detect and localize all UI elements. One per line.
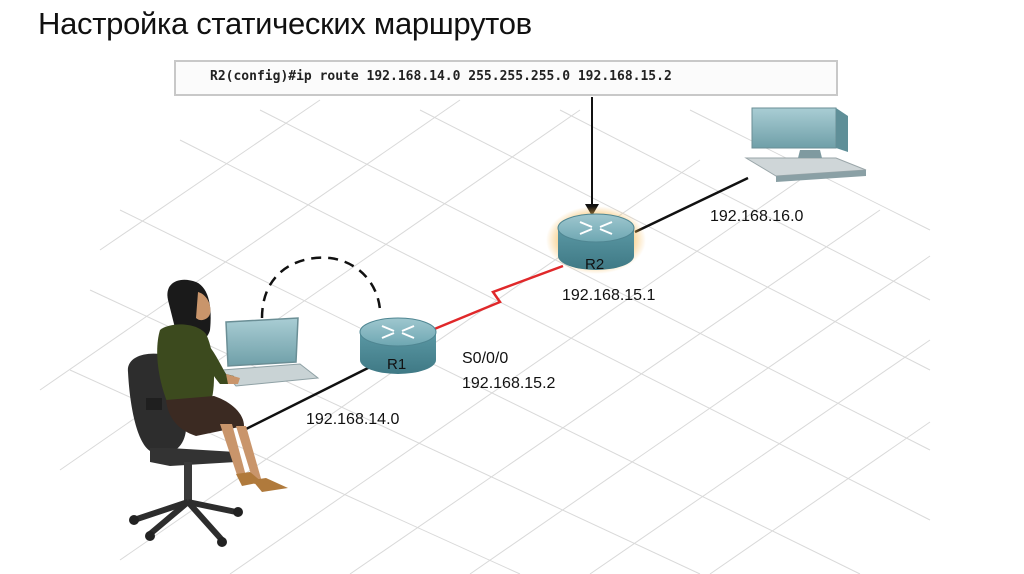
router-icon: [381, 325, 415, 339]
r1-interface-label: S0/0/0: [462, 350, 509, 367]
command-arrow: [585, 97, 599, 216]
console-cable: [260, 256, 382, 319]
user-figure-icon: [157, 279, 288, 492]
ethernet-link-r2-pc: [634, 176, 749, 234]
serial-link: [431, 264, 564, 332]
router-label-r1: R1: [387, 356, 407, 373]
network-label-14: 192.168.14.0: [306, 411, 400, 428]
router-icon: [579, 221, 613, 235]
command-text: R2(config)#ip route 192.168.14.0 255.255…: [210, 69, 672, 84]
router-r2[interactable]: [546, 206, 646, 274]
network-label-16: 192.168.16.0: [710, 208, 804, 225]
laptop-icon: [220, 317, 320, 387]
router-r1[interactable]: [359, 317, 437, 374]
r1-serial-ip-label: 192.168.15.2: [462, 375, 556, 392]
page-title: Настройка статических маршрутов: [38, 6, 532, 41]
command-box: [174, 60, 838, 96]
r2-serial-ip-label: 192.168.15.1: [562, 287, 656, 304]
router-label-r2: R2: [585, 256, 605, 273]
pc-icon: [744, 107, 867, 182]
ethernet-link-r1-user: [239, 364, 373, 434]
